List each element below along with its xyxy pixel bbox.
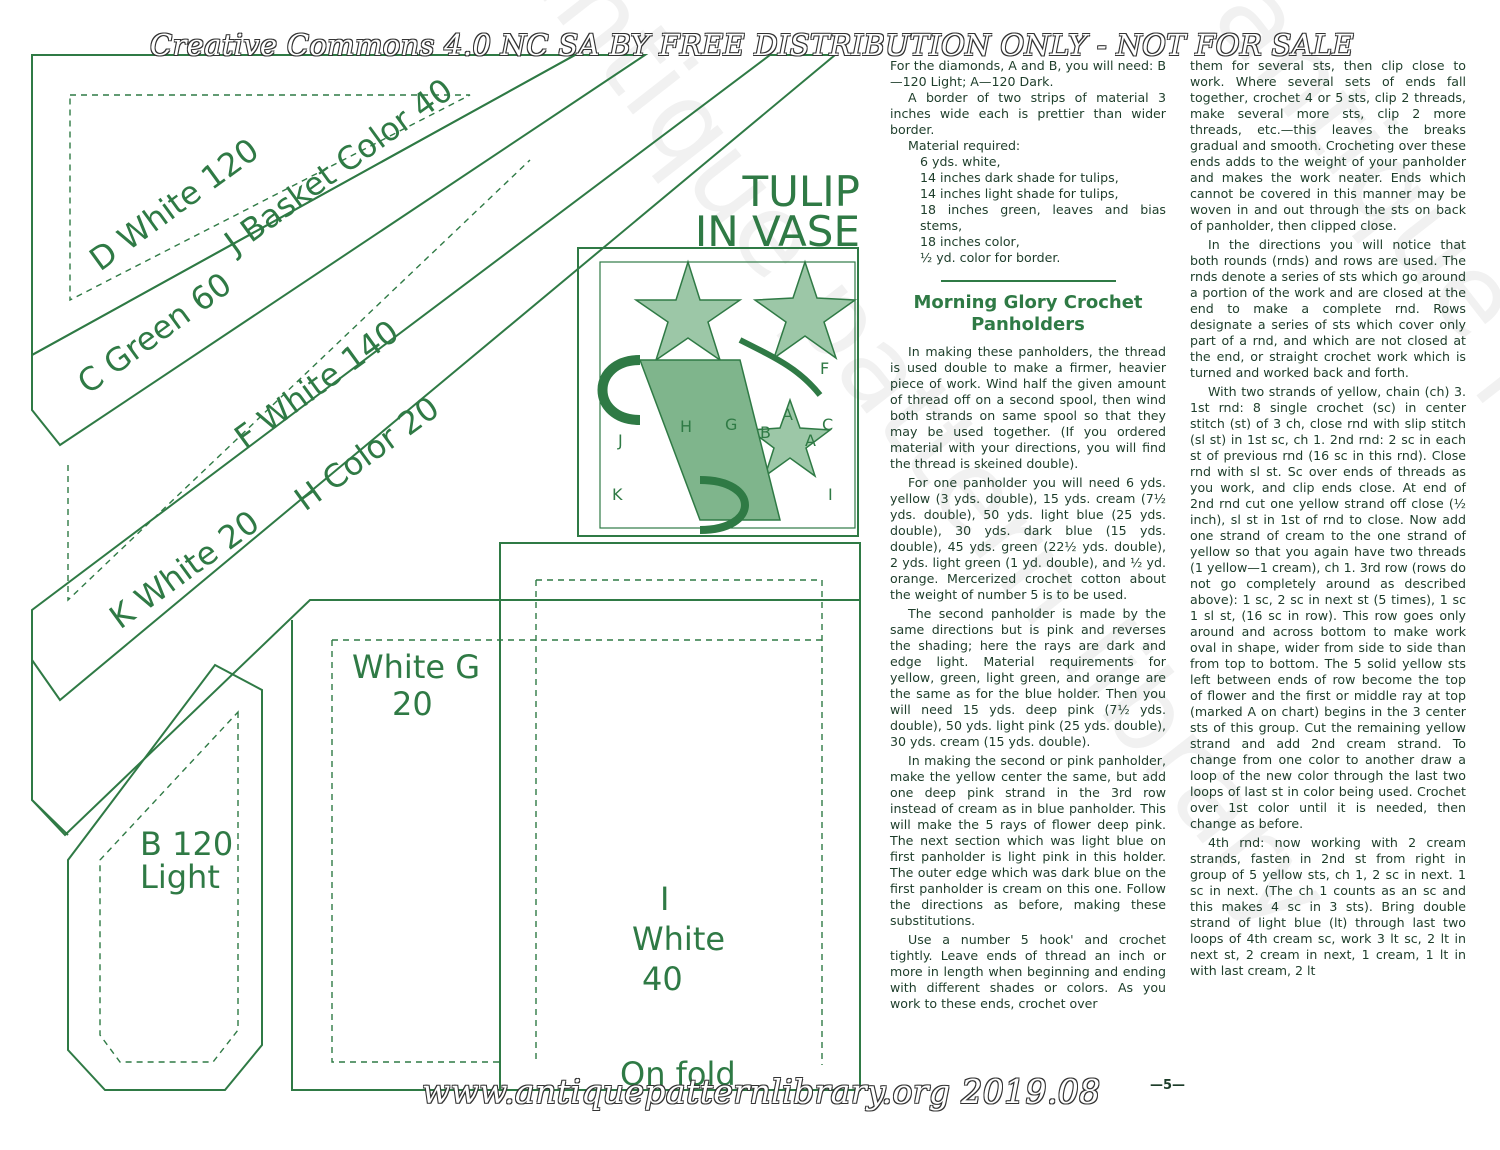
label-i-line1: I (660, 880, 669, 918)
piece-c-outline (31, 54, 649, 447)
tulip-block: F A B A C G H J K I (577, 247, 859, 537)
material-item: 14 inches light shade for tulips, (920, 186, 1119, 201)
piece-g-outline (291, 620, 500, 1091)
material-item: 14 inches dark shade for tulips, (920, 170, 1119, 185)
tulip-letter: A (782, 405, 793, 424)
body-paragraph: In the directions you will notice that b… (1190, 237, 1466, 380)
site-watermark: www.antiquepatternlibrary.org 2019.08 (422, 1072, 1101, 1111)
label-i-line2: White (632, 920, 725, 958)
body-paragraph: The second panholder is made by the same… (890, 606, 1166, 749)
label-b-line2: Light (140, 858, 220, 896)
piece-k-seam (67, 159, 531, 602)
license-watermark: Creative Commons 4.0 NC SA BY FREE DISTR… (150, 28, 1354, 62)
divider (940, 280, 1116, 282)
tulip-letter: A (805, 431, 816, 450)
label-b-line1: B 120 (140, 825, 233, 863)
material-item: ½ yd. color for border. (920, 250, 1061, 265)
vase-body (638, 359, 781, 521)
vase-foot (699, 476, 749, 534)
text-column-2: them for several sts, then clip close to… (1190, 58, 1466, 979)
label-fold: On fold (620, 1055, 736, 1093)
label-k: K White 20 (102, 503, 266, 637)
border-paragraph: A border of two strips of material 3 inc… (890, 90, 1166, 137)
tulip-center-flower (747, 397, 833, 478)
tulip-letter: H (680, 417, 692, 436)
label-g-line1: White G (352, 648, 480, 686)
piece-g-seam (331, 640, 500, 1063)
piece-d-seam (69, 94, 471, 302)
piece-b-outline (67, 663, 263, 1091)
page-number: —5— (1150, 1078, 1186, 1093)
material-heading: Material required: (908, 138, 1021, 153)
body-paragraph: In making these panholders, the thread i… (890, 344, 1166, 471)
label-i-line3: 40 (642, 960, 683, 998)
vase-handle (597, 355, 641, 425)
label-g-line2: 20 (392, 685, 433, 723)
tulip-letter: I (828, 485, 833, 504)
tulip-letter: J (617, 431, 623, 450)
tulip-letter: F (820, 359, 829, 378)
tulip-letter: G (725, 415, 737, 434)
body-paragraph: With two strands of yellow, chain (ch) 3… (1190, 384, 1466, 831)
tulip-title: TULIP IN VASE (688, 167, 860, 256)
piece-edge (31, 690, 69, 836)
body-paragraph: For one panholder you will need 6 yds. y… (890, 475, 1166, 602)
body-paragraph: 4th rnd: now working with 2 cream strand… (1190, 835, 1466, 978)
tulip-letter: K (612, 485, 623, 504)
section-heading: Morning Glory Crochet Panholders (913, 292, 1143, 335)
tulip-title-line2: IN VASE (694, 207, 860, 256)
intro-paragraph: For the diamonds, A and B, you will need… (890, 58, 1166, 89)
tulip-right-flower (752, 259, 858, 360)
tulip-left-flower (633, 259, 743, 362)
material-item: 18 inches color, (920, 234, 1020, 249)
body-paragraph: Use a number 5 hook' and crochet tightly… (890, 932, 1166, 1011)
tulip-letter: B (760, 423, 771, 442)
tulip-block-frame (577, 247, 859, 537)
tulip-letter: C (822, 415, 833, 434)
tulip-title-line1: TULIP (742, 167, 860, 216)
body-paragraph: them for several sts, then clip close to… (1190, 58, 1466, 233)
piece-i-seam (536, 579, 823, 1065)
tulip-stem (738, 337, 823, 397)
piece-i-outline (499, 542, 861, 1091)
text-column-1: For the diamonds, A and B, you will need… (890, 58, 1166, 1012)
body-paragraph: In making the second or pink panholder, … (890, 753, 1166, 928)
piece-b-seam (99, 710, 239, 1063)
material-item: 18 inches green, leaves and bias stems, (920, 202, 1166, 233)
material-item: 6 yds. white, (920, 154, 1001, 169)
